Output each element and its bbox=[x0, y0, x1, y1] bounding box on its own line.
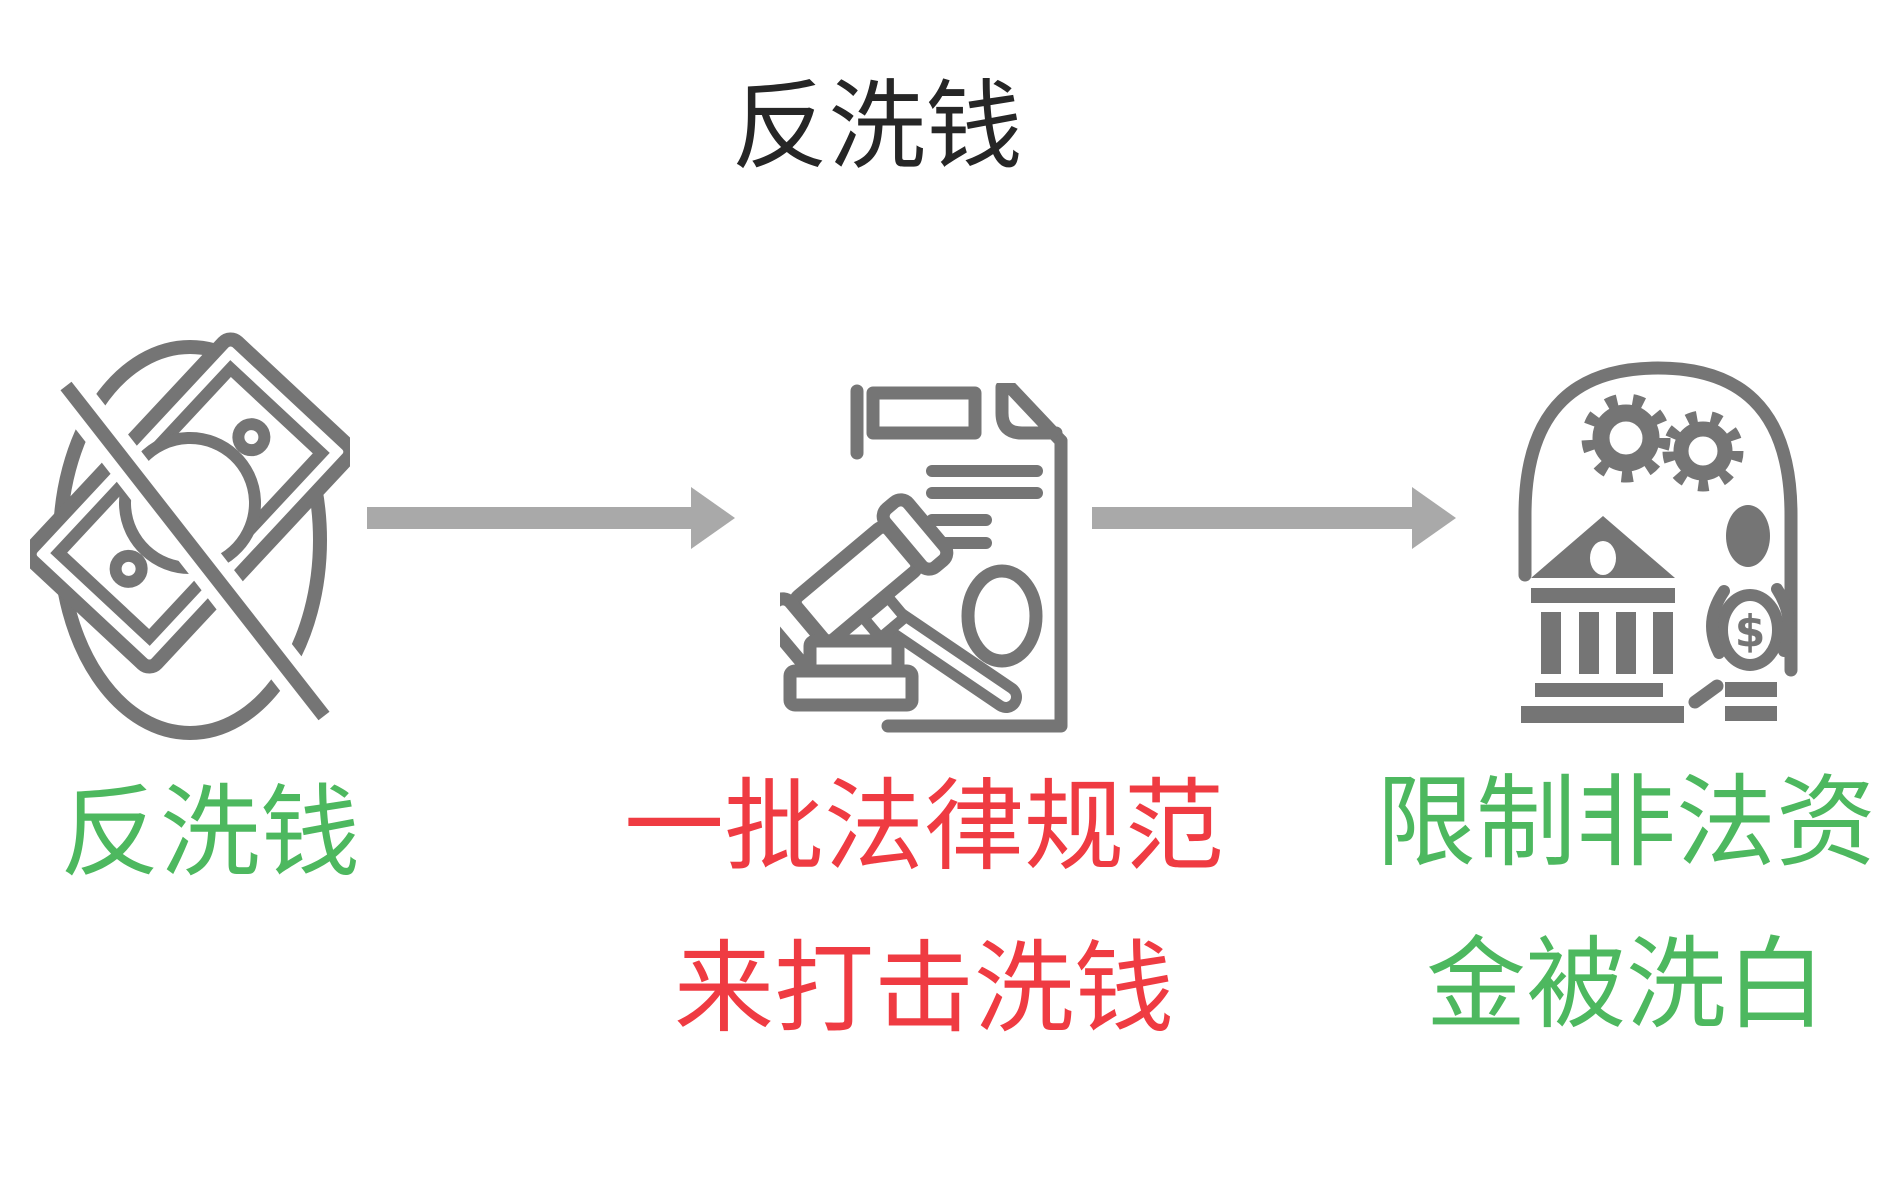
gavel-law-document-icon bbox=[780, 383, 1080, 743]
arrow-head bbox=[1412, 487, 1456, 549]
arrow-head bbox=[691, 487, 735, 549]
label-line: 限制非法资 bbox=[1376, 767, 1876, 879]
money-laundering-prohibited-icon bbox=[30, 288, 350, 758]
step-label-anti-money-laundering: 反洗钱 bbox=[60, 783, 360, 883]
label-line: 来打击洗钱 bbox=[674, 933, 1174, 1045]
flow-arrow-2 bbox=[1092, 487, 1456, 549]
label-line: 金被洗白 bbox=[1426, 929, 1826, 1041]
label-line: 一批法律规范 bbox=[624, 771, 1224, 883]
step-label-legal-norms: 一批法律规范 来打击洗钱 bbox=[624, 777, 1224, 1039]
diagram-title: 反洗钱 bbox=[731, 72, 1023, 181]
bank-regulation-icon: $ bbox=[1505, 350, 1805, 730]
svg-text:$: $ bbox=[1735, 606, 1766, 657]
arrow-shaft bbox=[367, 507, 701, 529]
step-label-restrict-illegal-funds: 限制非法资 金被洗白 bbox=[1376, 773, 1876, 1035]
arrow-shaft bbox=[1092, 507, 1422, 529]
flow-arrow-1 bbox=[367, 487, 735, 549]
label-line: 反洗钱 bbox=[60, 777, 360, 889]
